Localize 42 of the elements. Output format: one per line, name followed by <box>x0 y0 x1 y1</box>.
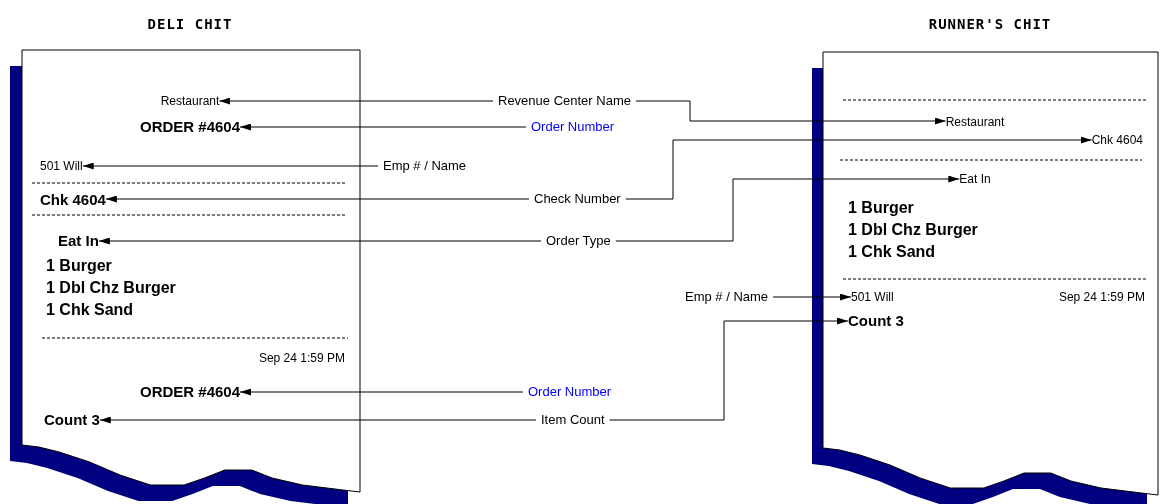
receipt-line-text: Restaurant <box>160 93 220 109</box>
callout-label: Check Number <box>534 191 621 207</box>
leader-arrow <box>99 416 537 424</box>
receipt-line-text: ORDER #4604 <box>139 382 241 402</box>
callout-label: Revenue Center Name <box>498 93 631 109</box>
receipt-line-text: Eat In <box>58 231 99 251</box>
callout-label: Emp # / Name <box>685 289 769 305</box>
receipt-heading: DELI CHIT <box>146 15 234 34</box>
leader-arrow <box>105 195 530 203</box>
leader-arrow <box>98 237 542 245</box>
callout-label: Item Count <box>541 412 605 428</box>
order-item-text: 1 Burger <box>848 199 914 217</box>
timestamp-text: Sep 24 1:59 PM <box>257 350 345 366</box>
callout-label: Order Number <box>531 119 615 135</box>
receipt-line-text: Count 3 <box>848 311 904 331</box>
callout-label: Order Type <box>546 233 611 249</box>
leader-arrow <box>615 175 960 242</box>
leader-arrow <box>239 123 527 131</box>
receipt-line-text: ORDER #4604 <box>139 117 241 137</box>
leader-arrow <box>609 317 849 421</box>
order-item-text: 1 Chk Sand <box>848 243 936 261</box>
leader-arrow <box>772 293 852 301</box>
leader-arrow <box>218 97 494 105</box>
receipt-line-text: Restaurant <box>945 114 1005 130</box>
receipt-line-text: Chk 4604 <box>40 190 106 210</box>
order-item-text: 1 Dbl Chz Burger <box>848 221 978 239</box>
timestamp-text: Sep 24 1:59 PM <box>1057 289 1145 305</box>
receipt-line-text: 501 Will <box>851 289 894 305</box>
receipt-line-text: Eat In <box>959 171 991 187</box>
callout-label: Emp # / Name <box>383 158 467 174</box>
callout-label: Order Number <box>528 384 612 400</box>
leader-arrow <box>82 162 379 170</box>
order-item-text: 1 Chk Sand <box>46 301 134 319</box>
receipt-line-text: Count 3 <box>44 410 100 430</box>
receipt-heading: RUNNER'S CHIT <box>927 15 1053 34</box>
leader-arrow <box>635 100 947 125</box>
leader-arrow <box>239 388 524 396</box>
order-item-text: 1 Dbl Chz Burger <box>46 279 176 297</box>
order-item-text: 1 Burger <box>46 257 112 275</box>
receipt-line-text: Chk 4604 <box>1091 132 1143 148</box>
leader-arrow <box>625 136 1093 200</box>
receipt-line-text: 501 Will <box>40 158 83 174</box>
